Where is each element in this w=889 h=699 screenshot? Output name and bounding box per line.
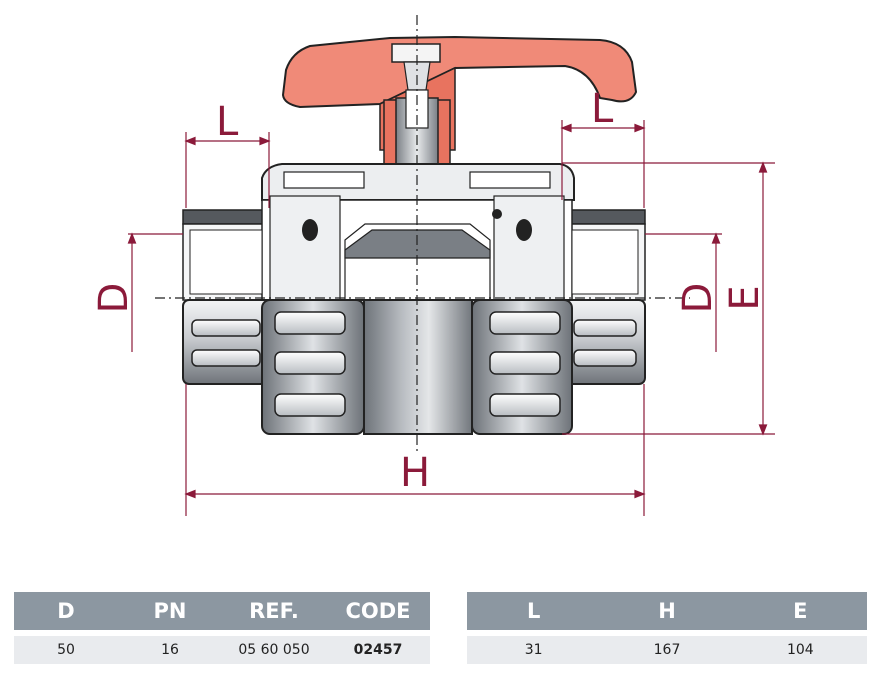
table-header-row: L H E: [467, 592, 867, 630]
header-e: E: [733, 592, 867, 630]
dim-label-d-right: D: [675, 283, 721, 314]
header-pn: PN: [118, 592, 222, 630]
handle: [281, 35, 638, 151]
dim-label-e: E: [722, 285, 768, 310]
dimension-lines: [127, 120, 775, 516]
valve-body-bottom: [182, 299, 646, 435]
table-row: 50 16 05 60 050 02457: [14, 636, 430, 664]
dim-label-l-right: L: [591, 86, 614, 132]
header-h: H: [600, 592, 734, 630]
valve-drawing: L L H D D E: [91, 15, 775, 516]
cell-h: 167: [600, 636, 734, 664]
table-row: 31 167 104: [467, 636, 867, 664]
cell-l: 31: [467, 636, 601, 664]
valve-body-top: [182, 163, 646, 301]
table-header-row: D PN REF. CODE: [14, 592, 430, 630]
cell-code: 02457: [326, 636, 430, 664]
header-d: D: [14, 592, 118, 630]
spec-table-right: L H E 31 167 104: [467, 592, 867, 664]
cell-e: 104: [733, 636, 867, 664]
header-l: L: [467, 592, 601, 630]
dim-label-l-left: L: [216, 99, 239, 145]
centerlines: [155, 15, 690, 452]
header-code: CODE: [326, 592, 430, 630]
header-ref: REF.: [222, 592, 326, 630]
cell-pn: 16: [118, 636, 222, 664]
cell-ref: 05 60 050: [222, 636, 326, 664]
dim-label-d-left: D: [91, 283, 137, 314]
dim-label-h: H: [400, 450, 430, 496]
cell-d: 50: [14, 636, 118, 664]
spec-table-left: D PN REF. CODE 50 16 05 60 050 02457: [14, 592, 430, 664]
